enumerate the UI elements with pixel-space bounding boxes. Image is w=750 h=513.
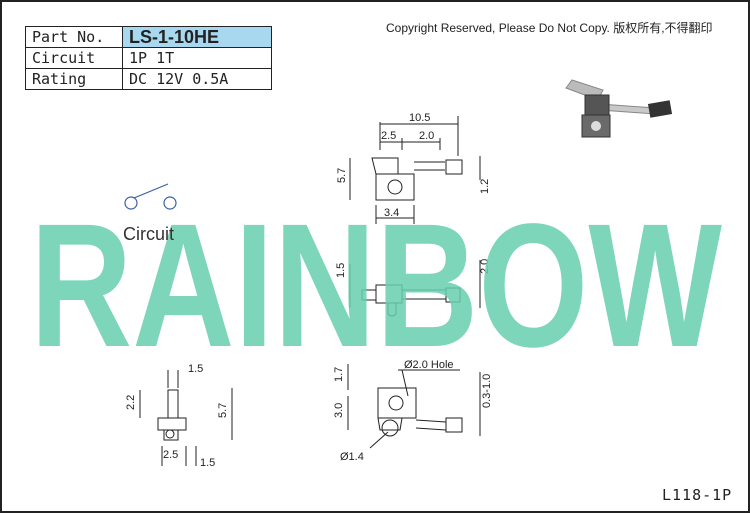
spec-row-circuit: Circuit 1P 1T [25,47,272,69]
detail-view [347,364,481,449]
spec-value-rating: DC 12V 0.5A [122,68,272,90]
dim-detail-top: 1.7 [333,367,345,382]
dim-detail-right: 0.3-1.0 [481,374,493,408]
end-view [139,370,233,466]
spec-value-part-no: LS-1-10HE [122,26,272,48]
dim-end-left: 2.2 [125,395,137,410]
spec-row-part-no: Part No. LS-1-10HE [25,26,272,48]
dim-end-top: 1.5 [188,363,203,375]
dim-top-side: 1.2 [479,179,491,194]
spec-row-rating: Rating DC 12V 0.5A [25,68,272,90]
spec-table: Part No. LS-1-10HE Circuit 1P 1T Rating … [25,26,272,90]
top-view [349,116,481,224]
side-view [349,260,481,317]
dim-detail-hole: Ø2.0 Hole [404,359,454,371]
circuit-label: Circuit [123,224,175,244]
drawing-code: L118-1P [662,486,733,504]
dim-side-left: 1.5 [335,263,347,278]
rainbow-watermark: RAINBOW [30,188,722,384]
dim-top-base: 3.4 [384,207,399,219]
dim-top-left: 2.5 [381,130,396,142]
dim-detail-left: 3.0 [333,403,345,418]
dim-total-width: 10.5 [409,112,430,124]
dim-end-bottom-b: 1.5 [200,457,215,469]
dim-end-bottom-a: 2.5 [163,449,178,461]
circuit-symbol [124,183,177,210]
dim-top-mid: 2.0 [419,130,434,142]
dim-detail-pin: Ø1.4 [340,451,364,463]
product-photo [565,79,673,138]
copyright-notice: Copyright Reserved, Please Do Not Copy. … [386,21,713,35]
spec-value-circuit: 1P 1T [122,47,272,69]
spec-label-rating: Rating [25,68,123,90]
dim-side-right: 2.0 [479,259,491,274]
dim-end-right: 5.7 [217,403,229,418]
dim-top-height: 5.7 [336,168,348,183]
